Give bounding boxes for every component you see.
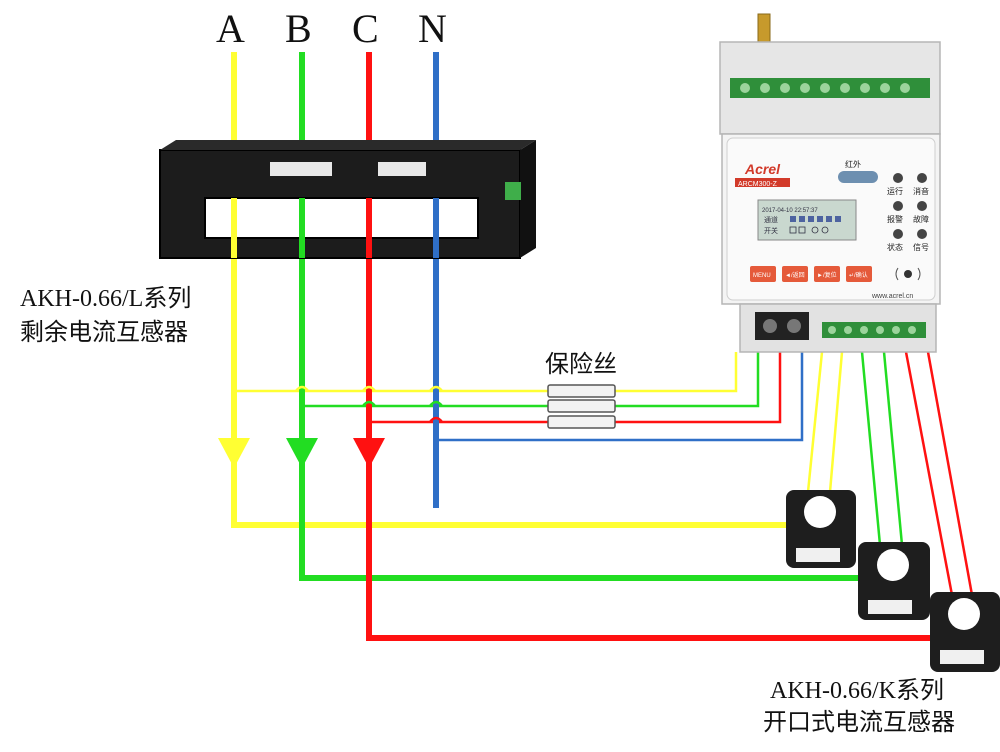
status-lamps <box>893 173 927 239</box>
fuses <box>547 384 616 429</box>
confirm-button-label: ↵/确认 <box>849 271 868 279</box>
device-model: ARCM300-Z <box>738 181 778 188</box>
direction-arrows <box>218 438 385 468</box>
back-button-label: ◄/返回 <box>785 272 805 279</box>
split-core-ct-a <box>786 490 856 568</box>
fuse-branch-wires <box>237 352 804 442</box>
ct-label-sticker-1 <box>270 162 332 176</box>
split-ct-name: 开口式电流互感器 <box>763 709 955 736</box>
ct-signal-wires <box>806 351 974 596</box>
phase-label-a: A <box>216 6 245 51</box>
residual-ct-name: 剩余电流互感器 <box>20 319 188 346</box>
phase-label-b: B <box>285 6 312 51</box>
ir-label: 红外 <box>845 159 861 169</box>
conductors-through-ct <box>231 198 439 258</box>
split-ct-model: AKH-0.66/K系列 <box>770 677 944 704</box>
split-core-ct-c <box>930 592 1000 672</box>
reset-button[interactable] <box>814 266 840 282</box>
crossing-hops <box>295 385 443 423</box>
fuse-b <box>547 399 616 413</box>
fuse-c <box>547 415 616 429</box>
branch-wire-b <box>303 352 760 408</box>
fuse-a <box>547 384 616 398</box>
lamp-label-alarm: 报警 <box>887 214 903 224</box>
signal-icon <box>904 270 912 278</box>
lcd-line-3: 开关 <box>764 226 778 235</box>
residual-current-transformer <box>159 140 536 259</box>
arrow-c <box>353 438 385 468</box>
fuse-label: 保险丝 <box>545 351 617 378</box>
arrow-a <box>218 438 250 468</box>
conductor-a <box>231 52 790 528</box>
ct-label-sticker-2 <box>378 162 426 176</box>
lamp-label-fault: 故障 <box>913 214 929 224</box>
ir-window <box>838 171 878 183</box>
ct-terminal-block <box>505 182 521 200</box>
menu-button-label: MENU <box>753 273 771 279</box>
monitor-device: Acrel ARCM300-Z 红外 2017-04-10 22:57:37 通… <box>719 13 941 353</box>
lamp-label-status: 状态 <box>887 242 903 252</box>
menu-button[interactable] <box>750 266 776 282</box>
phase-label-c: C <box>352 6 379 51</box>
branch-wire-n <box>436 352 804 442</box>
device-brand: Acrel <box>744 161 781 177</box>
lamp-label-signal: 信号 <box>913 242 929 252</box>
reset-button-label: ►/复位 <box>817 271 837 279</box>
phase-label-n: N <box>418 6 447 51</box>
lcd-line-1: 2017-04-10 22:57:37 <box>762 208 818 214</box>
lcd-line-2: 通道 <box>764 215 778 224</box>
arrow-b <box>286 438 318 468</box>
residual-ct-model: AKH-0.66/L系列 <box>20 285 191 312</box>
confirm-button[interactable] <box>846 266 872 282</box>
device-website: www.acrel.cn <box>871 293 913 300</box>
branch-wire-a <box>237 352 738 393</box>
back-button[interactable] <box>782 266 808 282</box>
lamp-label-mute: 消音 <box>913 186 929 196</box>
split-core-ct-b <box>858 542 930 620</box>
lamp-label-run: 运行 <box>887 186 903 196</box>
branch-wire-c <box>370 352 782 424</box>
